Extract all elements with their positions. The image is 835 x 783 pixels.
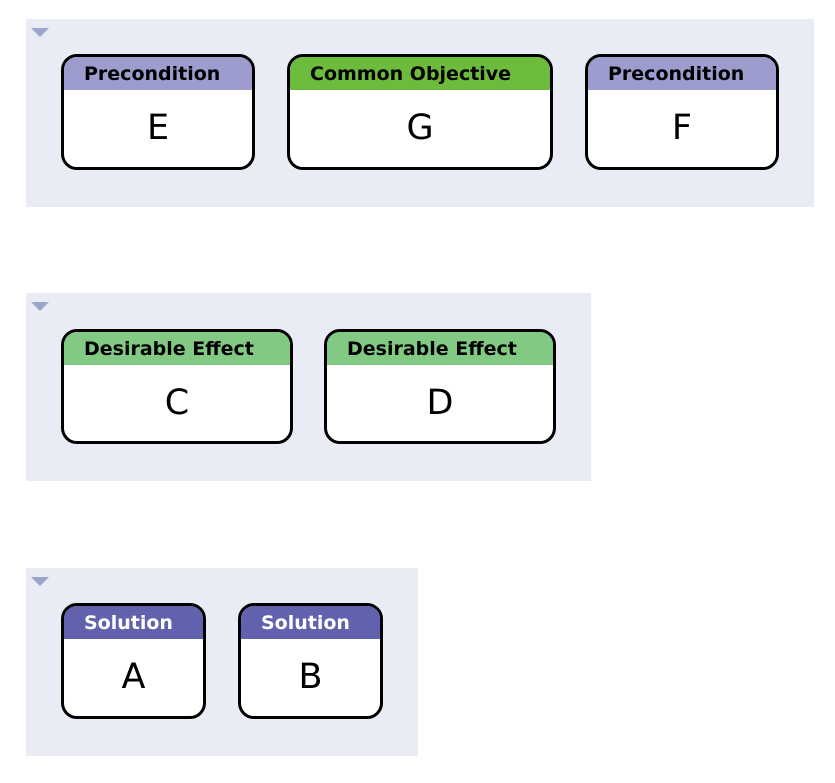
node-label-g: G bbox=[406, 108, 434, 148]
group-middle: Desirable Effect C Desirable Effect D bbox=[26, 293, 591, 481]
node-header-common-objective: Common Objective bbox=[290, 57, 550, 90]
node-label-c: C bbox=[164, 383, 190, 423]
node-header-desirable-effect: Desirable Effect bbox=[327, 332, 553, 365]
node-label-a: A bbox=[121, 657, 146, 697]
node-common-objective-g[interactable]: Common Objective G bbox=[287, 54, 553, 170]
node-header-desirable-effect: Desirable Effect bbox=[64, 332, 290, 365]
node-label-b: B bbox=[298, 657, 323, 697]
collapse-triangle-icon[interactable] bbox=[31, 577, 49, 586]
node-precondition-e[interactable]: Precondition E bbox=[61, 54, 255, 170]
collapse-triangle-icon[interactable] bbox=[31, 28, 49, 37]
node-desirable-effect-c[interactable]: Desirable Effect C bbox=[61, 329, 293, 444]
node-desirable-effect-d[interactable]: Desirable Effect D bbox=[324, 329, 556, 444]
node-header-solution: Solution bbox=[241, 606, 380, 639]
node-header-solution: Solution bbox=[64, 606, 203, 639]
group-bottom: Solution A Solution B bbox=[26, 568, 418, 756]
group-top: Precondition E Common Objective G Precon… bbox=[26, 19, 814, 207]
node-solution-a[interactable]: Solution A bbox=[61, 603, 206, 719]
node-precondition-f[interactable]: Precondition F bbox=[585, 54, 779, 170]
node-header-precondition: Precondition bbox=[64, 57, 252, 90]
collapse-triangle-icon[interactable] bbox=[31, 302, 49, 311]
node-solution-b[interactable]: Solution B bbox=[238, 603, 383, 719]
node-label-e: E bbox=[146, 108, 170, 148]
node-label-f: F bbox=[671, 108, 693, 148]
node-label-d: D bbox=[426, 383, 454, 423]
node-header-precondition: Precondition bbox=[588, 57, 776, 90]
